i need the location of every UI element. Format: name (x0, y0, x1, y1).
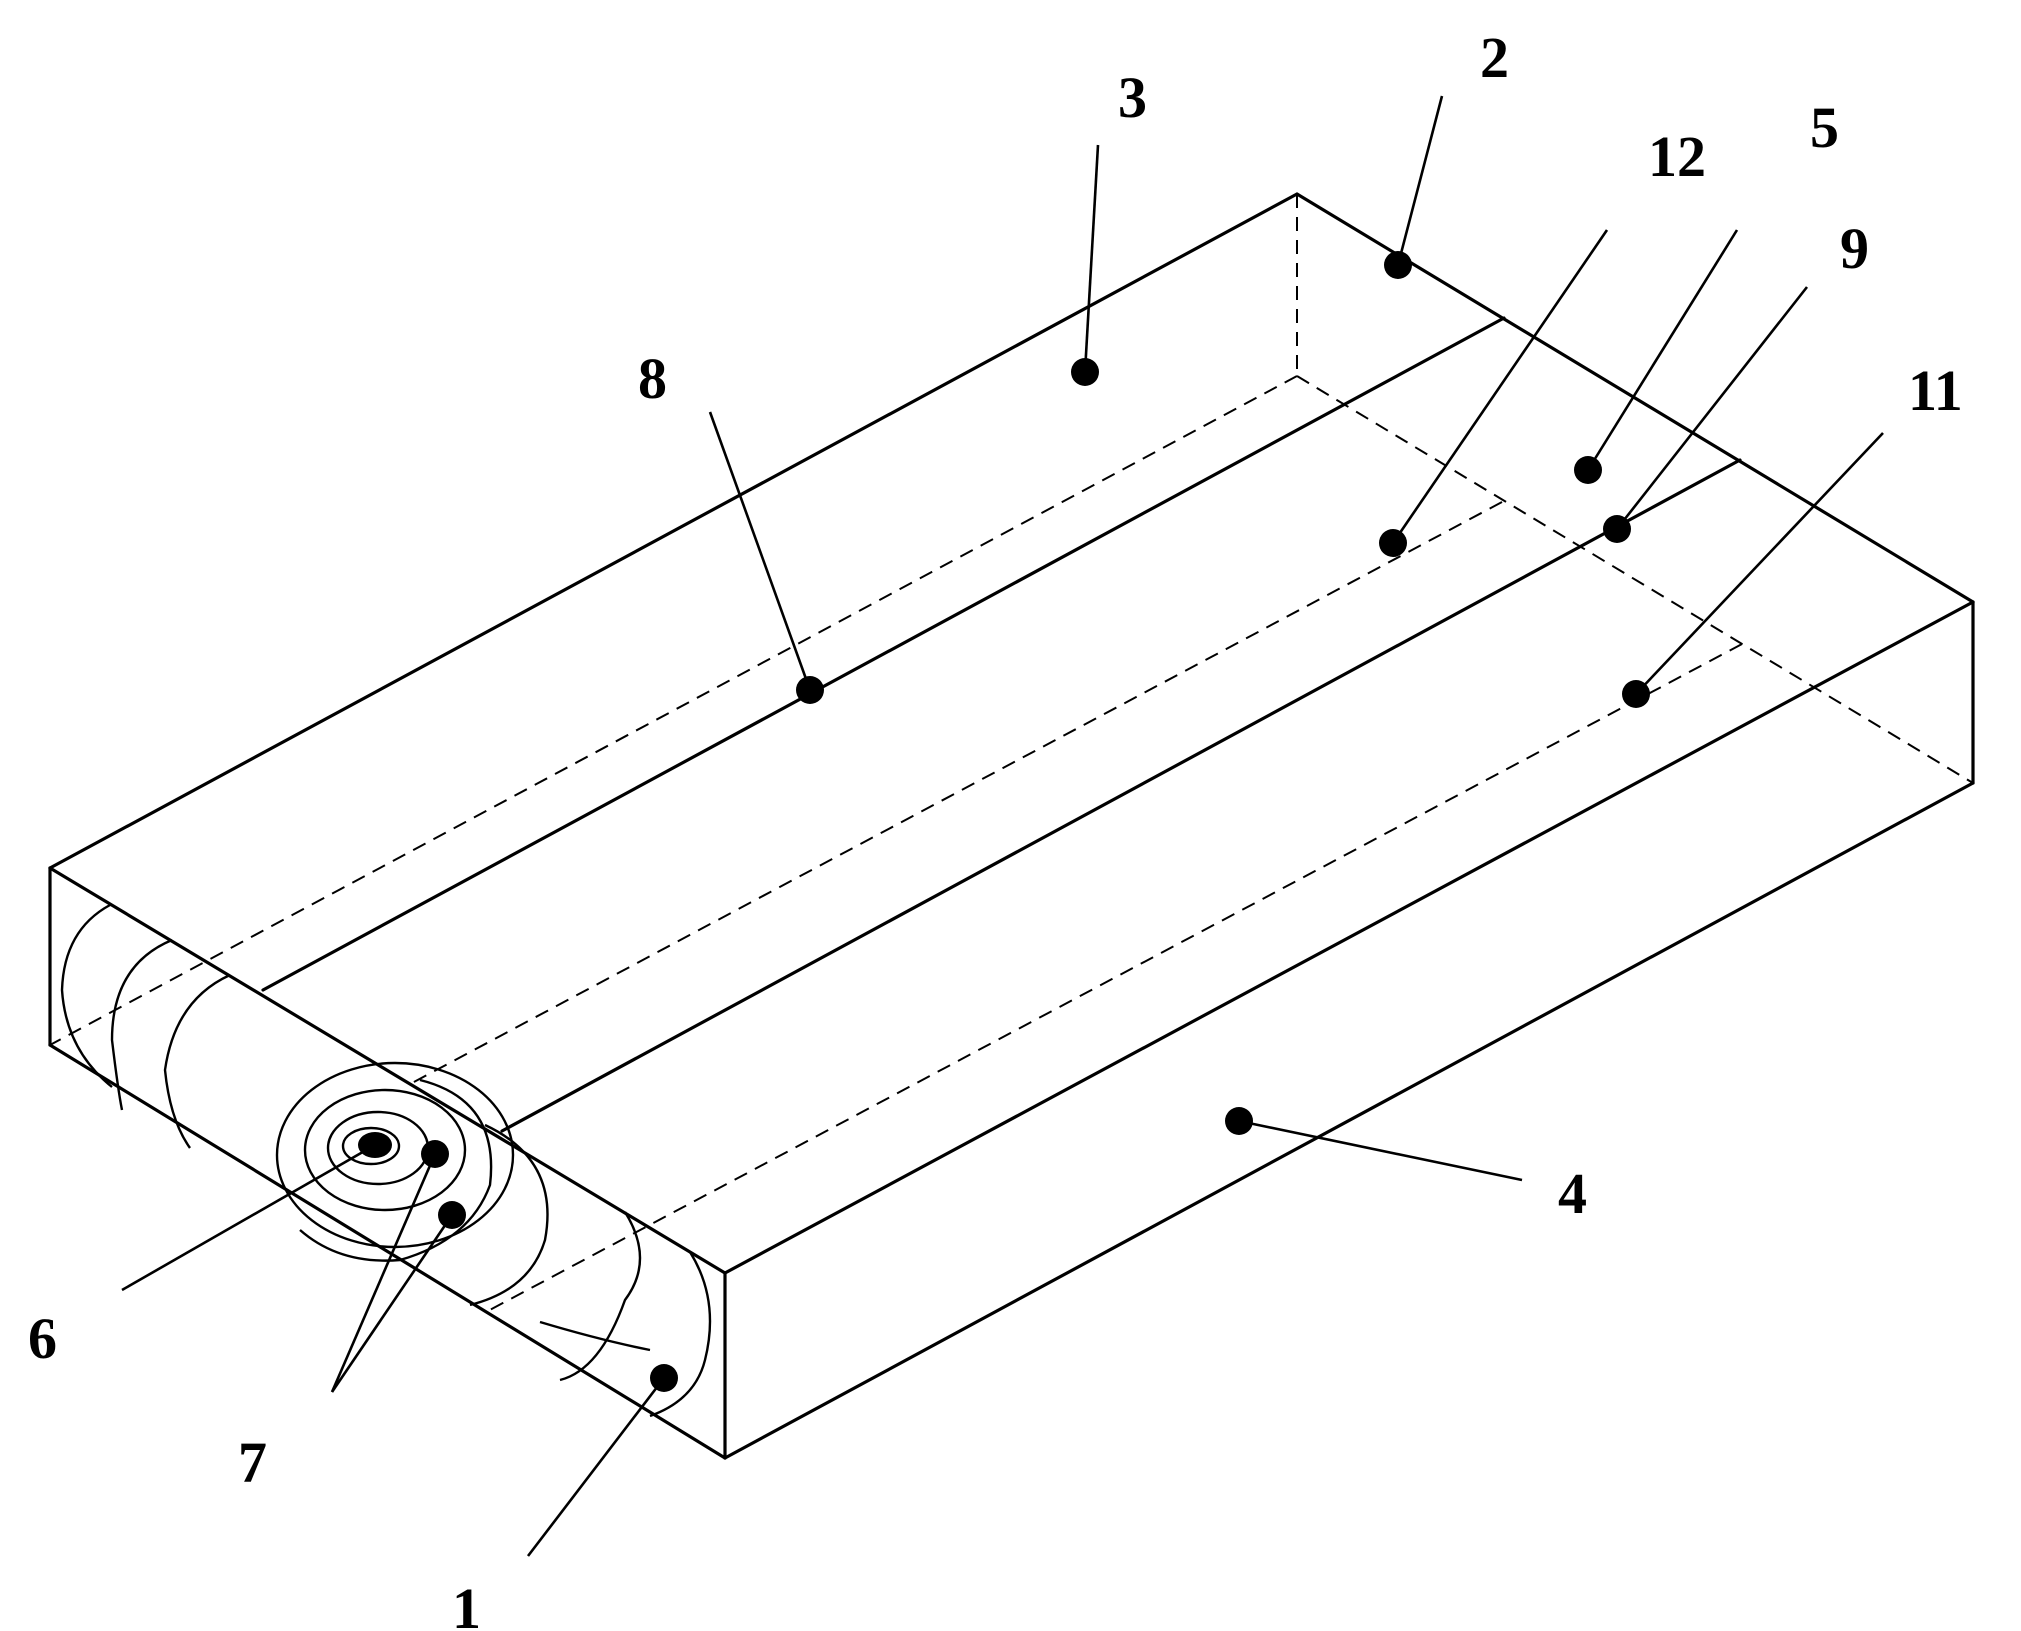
ring-11 (650, 1252, 710, 1416)
ring-10 (560, 1212, 640, 1380)
label-9: 9 (1840, 216, 1869, 281)
marker-dot-2 (1384, 251, 1412, 279)
ring-12 (540, 1322, 650, 1350)
end-face-top-edge (50, 868, 725, 1273)
label-8: 8 (638, 346, 667, 411)
leader-7a (332, 1154, 435, 1392)
label-3: 3 (1118, 65, 1147, 130)
leader-2 (1398, 96, 1442, 265)
leader-12 (1393, 230, 1607, 543)
hidden-pith-line-upper (412, 502, 1502, 1083)
ring-1 (62, 905, 112, 1087)
marker-dots (358, 251, 1650, 1392)
annual-rings (62, 905, 710, 1416)
marker-dot-12 (1379, 529, 1407, 557)
ring-2 (112, 940, 172, 1110)
label-1: 1 (452, 1576, 481, 1631)
marker-dot-6 (358, 1132, 392, 1158)
label-4: 4 (1558, 1161, 1587, 1226)
marker-dot-4 (1225, 1107, 1253, 1135)
top-front-edge (725, 602, 1973, 1273)
marker-dot-7b (438, 1201, 466, 1229)
marker-dot-7a (421, 1140, 449, 1168)
leader-1 (528, 1378, 664, 1556)
label-6: 6 (28, 1306, 57, 1371)
label-2: 2 (1480, 25, 1509, 90)
label-7: 7 (238, 1430, 267, 1495)
label-5: 5 (1810, 95, 1839, 160)
marker-dot-3 (1071, 358, 1099, 386)
leader-lines (122, 96, 1883, 1556)
leader-7b (332, 1215, 452, 1392)
hidden-pith-line-lower (486, 644, 1742, 1312)
marker-dot-8 (796, 676, 824, 704)
ring-9 (470, 1125, 548, 1305)
marker-dot-5 (1574, 456, 1602, 484)
marker-dot-1 (650, 1364, 678, 1392)
reference-labels: 1 2 3 4 5 6 7 8 9 11 12 (28, 25, 1963, 1631)
leader-4 (1239, 1121, 1522, 1180)
leader-5 (1588, 230, 1737, 470)
end-face-bottom-edge (50, 1045, 725, 1458)
leader-8 (710, 412, 810, 690)
label-11: 11 (1908, 358, 1963, 423)
bottom-front-edge (725, 783, 1973, 1458)
marker-dot-9 (1603, 515, 1631, 543)
hidden-edges (50, 194, 1973, 1312)
beam-outline (50, 194, 1973, 1458)
label-12: 12 (1648, 124, 1706, 189)
marker-dot-11 (1622, 680, 1650, 708)
hidden-back-right-edge (1297, 376, 1973, 783)
leader-9 (1617, 287, 1807, 529)
groove-line-9 (502, 460, 1740, 1131)
leader-3 (1085, 145, 1098, 372)
